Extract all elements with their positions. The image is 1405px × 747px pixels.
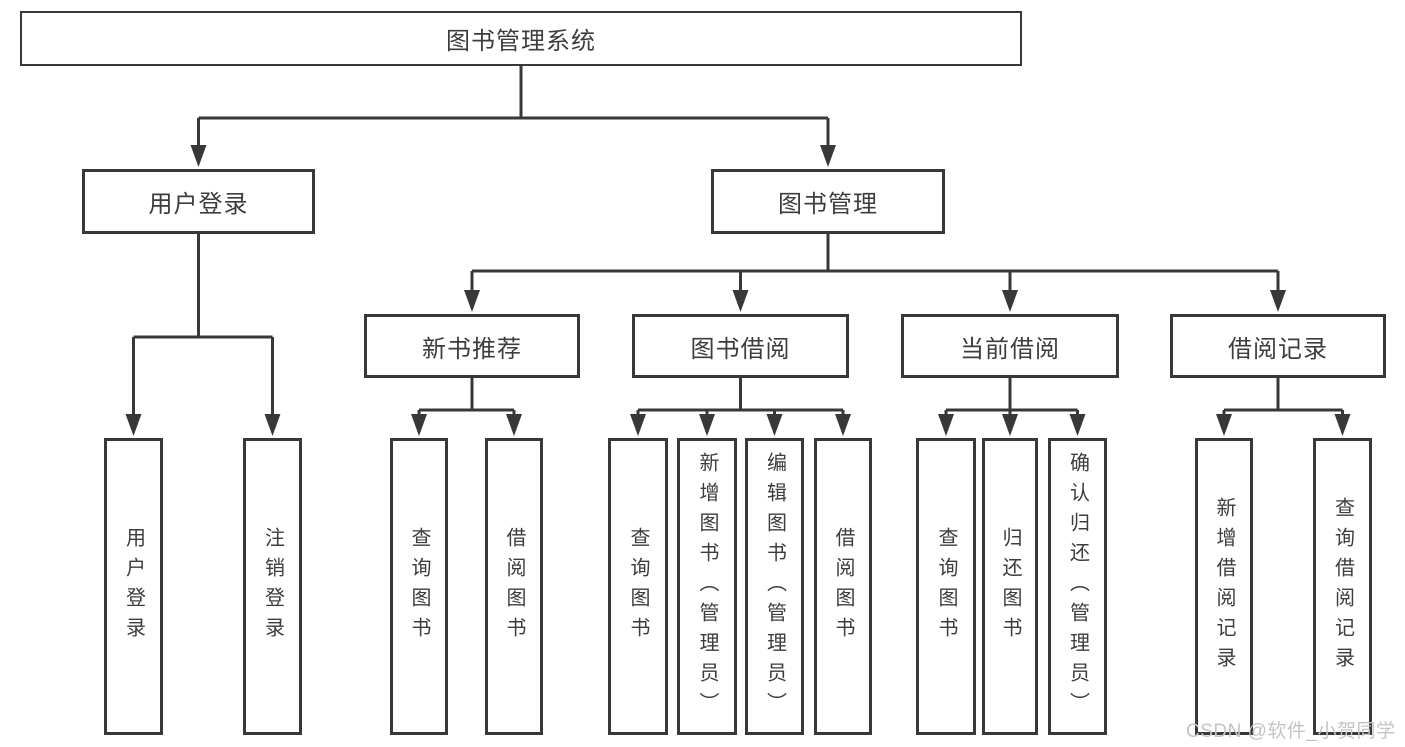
leaf-user-login: 用户登录 <box>104 438 163 735</box>
leaf-records-add-record: 新增借阅记录 <box>1195 438 1253 735</box>
node-user-login-branch: 用户登录 <box>82 169 315 234</box>
leaf-label: 确认归还（管理员） <box>1066 451 1089 722</box>
watermark: CSDN @软件_小贺同学 <box>1186 721 1396 742</box>
connector-arrowhead <box>766 414 783 436</box>
node-label: 图书借阅 <box>690 335 791 363</box>
connector-arrowhead <box>1216 414 1232 436</box>
node-library-system: 图书管理系统 <box>20 11 1022 66</box>
connector-arrowhead <box>1270 290 1286 312</box>
connector-arrowhead <box>411 414 427 436</box>
connector-arrowhead <box>1069 414 1086 436</box>
leaf-label: 新增图书（管理员） <box>696 451 718 722</box>
leaf-label: 借阅图书 <box>503 526 525 647</box>
connector-arrowhead <box>264 414 281 436</box>
leaf-current-confirm-return-admin: 确认归还（管理员） <box>1048 438 1107 735</box>
node-borrow-records: 借阅记录 <box>1170 314 1386 378</box>
leaf-label: 编辑图书（管理员） <box>763 451 786 722</box>
leaf-borrow-query-books: 查询图书 <box>608 438 668 735</box>
connector-arrowhead <box>125 414 142 436</box>
connector-arrowhead <box>1002 290 1018 312</box>
leaf-label: 查询图书 <box>408 526 430 647</box>
connector-arrowhead <box>1002 414 1018 436</box>
node-label: 借阅记录 <box>1228 335 1328 363</box>
node-label: 新书推荐 <box>422 335 522 363</box>
leaf-current-query-books: 查询图书 <box>916 438 976 735</box>
connector-book-management <box>464 234 1286 312</box>
leaf-borrow-add-book-admin: 新增图书（管理员） <box>677 438 737 735</box>
leaf-newbook-borrow-books: 借阅图书 <box>485 438 543 735</box>
connector-arrowhead <box>732 290 749 312</box>
node-label: 图书管理 <box>778 191 878 218</box>
connector-root <box>190 66 836 167</box>
leaf-logout: 注销登录 <box>243 438 302 735</box>
connector-arrowhead <box>938 414 954 436</box>
node-current-borrow: 当前借阅 <box>901 314 1119 378</box>
leaf-records-query-record: 查询借阅记录 <box>1313 438 1372 735</box>
leaf-newbook-query-books: 查询图书 <box>390 438 448 735</box>
leaf-borrow-edit-book-admin: 编辑图书（管理员） <box>745 438 804 735</box>
leaf-borrow-borrow-books: 借阅图书 <box>814 438 872 735</box>
node-label: 图书管理系统 <box>446 28 596 55</box>
node-new-book-recommend: 新书推荐 <box>364 314 580 378</box>
connector-arrowhead <box>506 414 522 436</box>
leaf-label: 查询图书 <box>627 526 649 647</box>
connector-new-book <box>411 378 522 436</box>
leaf-label: 新增借阅记录 <box>1213 496 1235 677</box>
node-label: 用户登录 <box>148 191 249 218</box>
leaf-label: 注销登录 <box>261 526 284 647</box>
connector-user-login <box>125 234 281 436</box>
node-book-borrow: 图书借阅 <box>632 314 849 378</box>
connector-current-borrow <box>938 378 1086 436</box>
connector-arrowhead <box>1334 414 1351 436</box>
connector-arrowhead <box>630 414 646 436</box>
connector-arrowhead <box>464 290 480 312</box>
leaf-label: 归还图书 <box>999 526 1021 647</box>
connector-arrowhead <box>835 414 851 436</box>
leaf-label: 查询图书 <box>935 526 957 647</box>
node-label: 当前借阅 <box>960 335 1060 363</box>
leaf-current-return-books: 归还图书 <box>982 438 1038 735</box>
connector-arrowhead <box>699 414 715 436</box>
connector-borrow-records <box>1216 378 1351 436</box>
leaf-label: 查询借阅记录 <box>1331 496 1354 677</box>
connector-arrowhead <box>820 145 836 167</box>
connector-arrowhead <box>190 145 207 167</box>
connector-book-borrow <box>630 378 851 436</box>
node-book-management-branch: 图书管理 <box>711 169 945 234</box>
leaf-label: 借阅图书 <box>832 526 854 647</box>
leaf-label: 用户登录 <box>122 526 145 647</box>
